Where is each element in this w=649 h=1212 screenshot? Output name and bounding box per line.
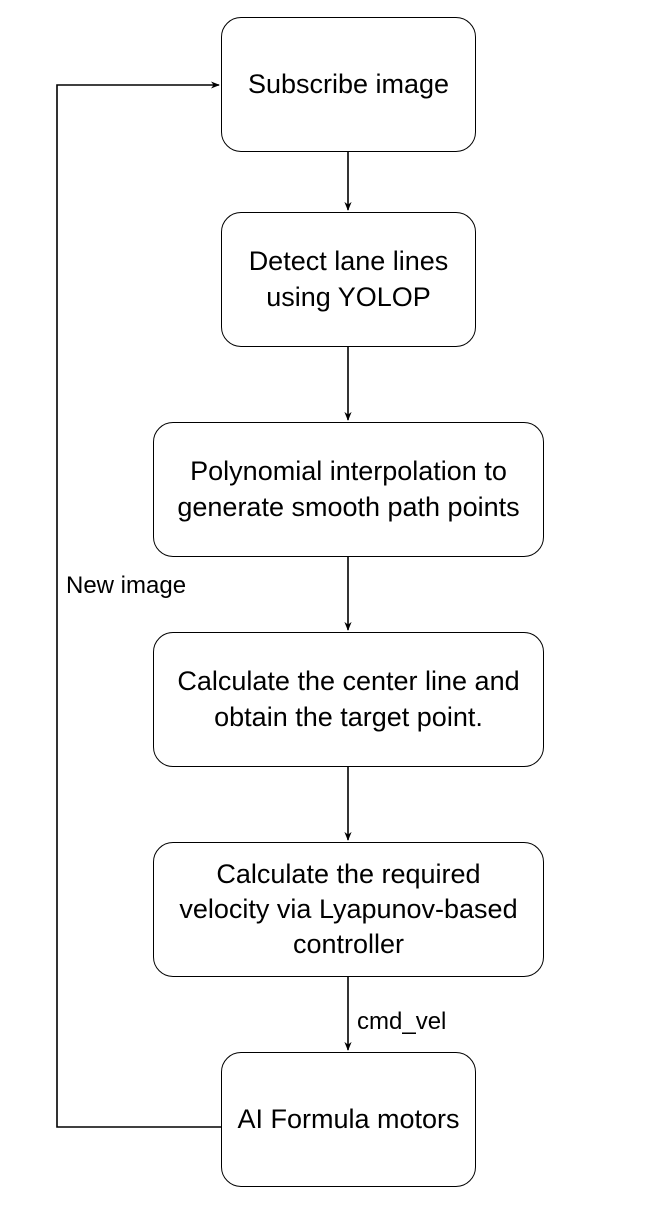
node-polynomial-interpolation: Polynomial interpolation to generate smo… (153, 422, 544, 557)
node-label: Calculate the center line and obtain the… (177, 666, 520, 732)
node-calculate-velocity: Calculate the required velocity via Lyap… (153, 842, 544, 977)
node-label: AI Formula motors (237, 1103, 460, 1134)
node-ai-formula-motors: AI Formula motors (221, 1052, 476, 1187)
node-label: Calculate the required velocity via Lyap… (179, 858, 518, 960)
edge-label-new-image: New image (66, 572, 187, 600)
node-label: Subscribe image (247, 68, 450, 99)
node-label: Detect lane lines using YOLOP (248, 246, 449, 312)
arrow-feedback-loop (56, 81, 222, 1128)
node-subscribe-image: Subscribe image (221, 17, 476, 152)
node-calculate-center-line: Calculate the center line and obtain the… (153, 632, 544, 767)
node-label: Polynomial interpolation to generate smo… (177, 456, 520, 522)
node-detect-lane-lines: Detect lane lines using YOLOP (221, 212, 476, 347)
edge-label-cmd-vel: cmd_vel (357, 1008, 447, 1036)
